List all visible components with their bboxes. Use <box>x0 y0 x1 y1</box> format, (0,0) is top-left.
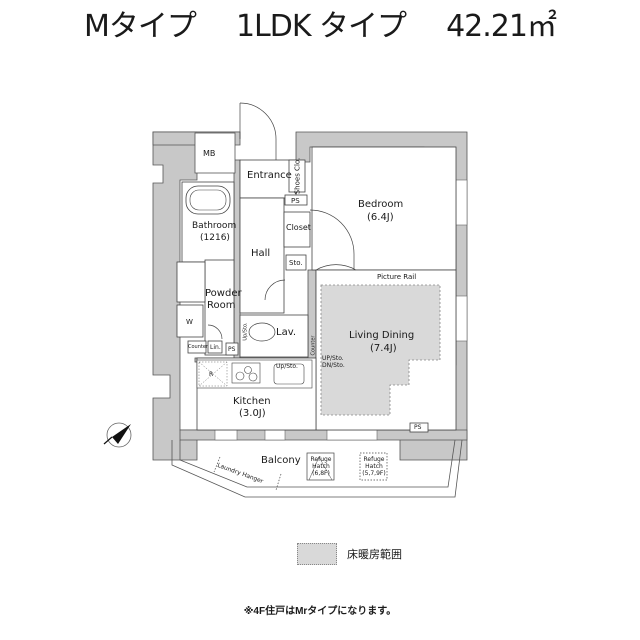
linen-label: Lin. <box>210 344 221 351</box>
floor-heating-label: 床暖房範囲 <box>347 549 402 561</box>
upsto-lav-label: Up/Sto. <box>242 322 249 341</box>
layout-type: 1LDK タイプ <box>235 9 407 44</box>
counter-right-label: Counter <box>310 335 317 356</box>
living-dining-label: Living Dining <box>349 330 415 341</box>
bedroom-size: (6.4J) <box>367 212 394 223</box>
hall-label: Hall <box>251 248 271 259</box>
floor-heating-swatch <box>297 543 337 565</box>
footnote: ※4F住戸はMrタイプになります。 <box>243 606 397 617</box>
ps-powder-label: PS <box>228 346 236 353</box>
ps-living-label: PS <box>414 424 422 431</box>
legend: 床暖房範囲 <box>297 543 402 565</box>
storage-label: Sto. <box>289 259 303 267</box>
shoes-closet-label: Shoes Clo. <box>293 157 302 195</box>
updn-sto-label: UP/Sto. <box>322 355 344 362</box>
refuge-hatch-1: Refuge Hatch (6,8F) <box>310 456 332 477</box>
kitchen-size: (3.0J) <box>239 408 266 419</box>
floor-area: 42.21㎡ <box>446 9 557 44</box>
counter-left-label: Counter <box>188 344 208 350</box>
powder-room-label: Powder <box>205 288 242 299</box>
closet-label: Closet <box>286 223 311 232</box>
mb-label: MB <box>203 149 216 158</box>
powder-room-label-2: Room <box>207 300 236 311</box>
lavatory-label: Lav. <box>276 327 297 338</box>
picture-rail-label: Picture Rail <box>377 273 417 281</box>
refrigerator-label: R <box>209 371 214 378</box>
bathroom-label: Bathroom <box>192 221 237 231</box>
balcony-label: Balcony <box>261 455 301 466</box>
kitchen-label: Kitchen <box>233 396 271 407</box>
compass-icon <box>103 422 132 448</box>
upsto-kitchen-label: Up/Sto. <box>276 363 298 370</box>
ps-entrance-label: PS <box>291 197 300 205</box>
plan-title: Mタイプ 1LDK タイプ 42.21㎡ <box>0 0 640 46</box>
type-name: Mタイプ <box>84 9 197 44</box>
bedroom-label: Bedroom <box>358 199 404 210</box>
living-dining-size: (7.4J) <box>370 343 397 354</box>
washer-label: W <box>186 318 193 326</box>
bathroom-size: (1216) <box>200 233 230 243</box>
refuge-hatch-2: Refuge Hatch (5,7,9F) <box>362 456 386 477</box>
entrance-label: Entrance <box>247 170 292 181</box>
updn-sto-label-2: DN/Sto. <box>322 362 345 369</box>
